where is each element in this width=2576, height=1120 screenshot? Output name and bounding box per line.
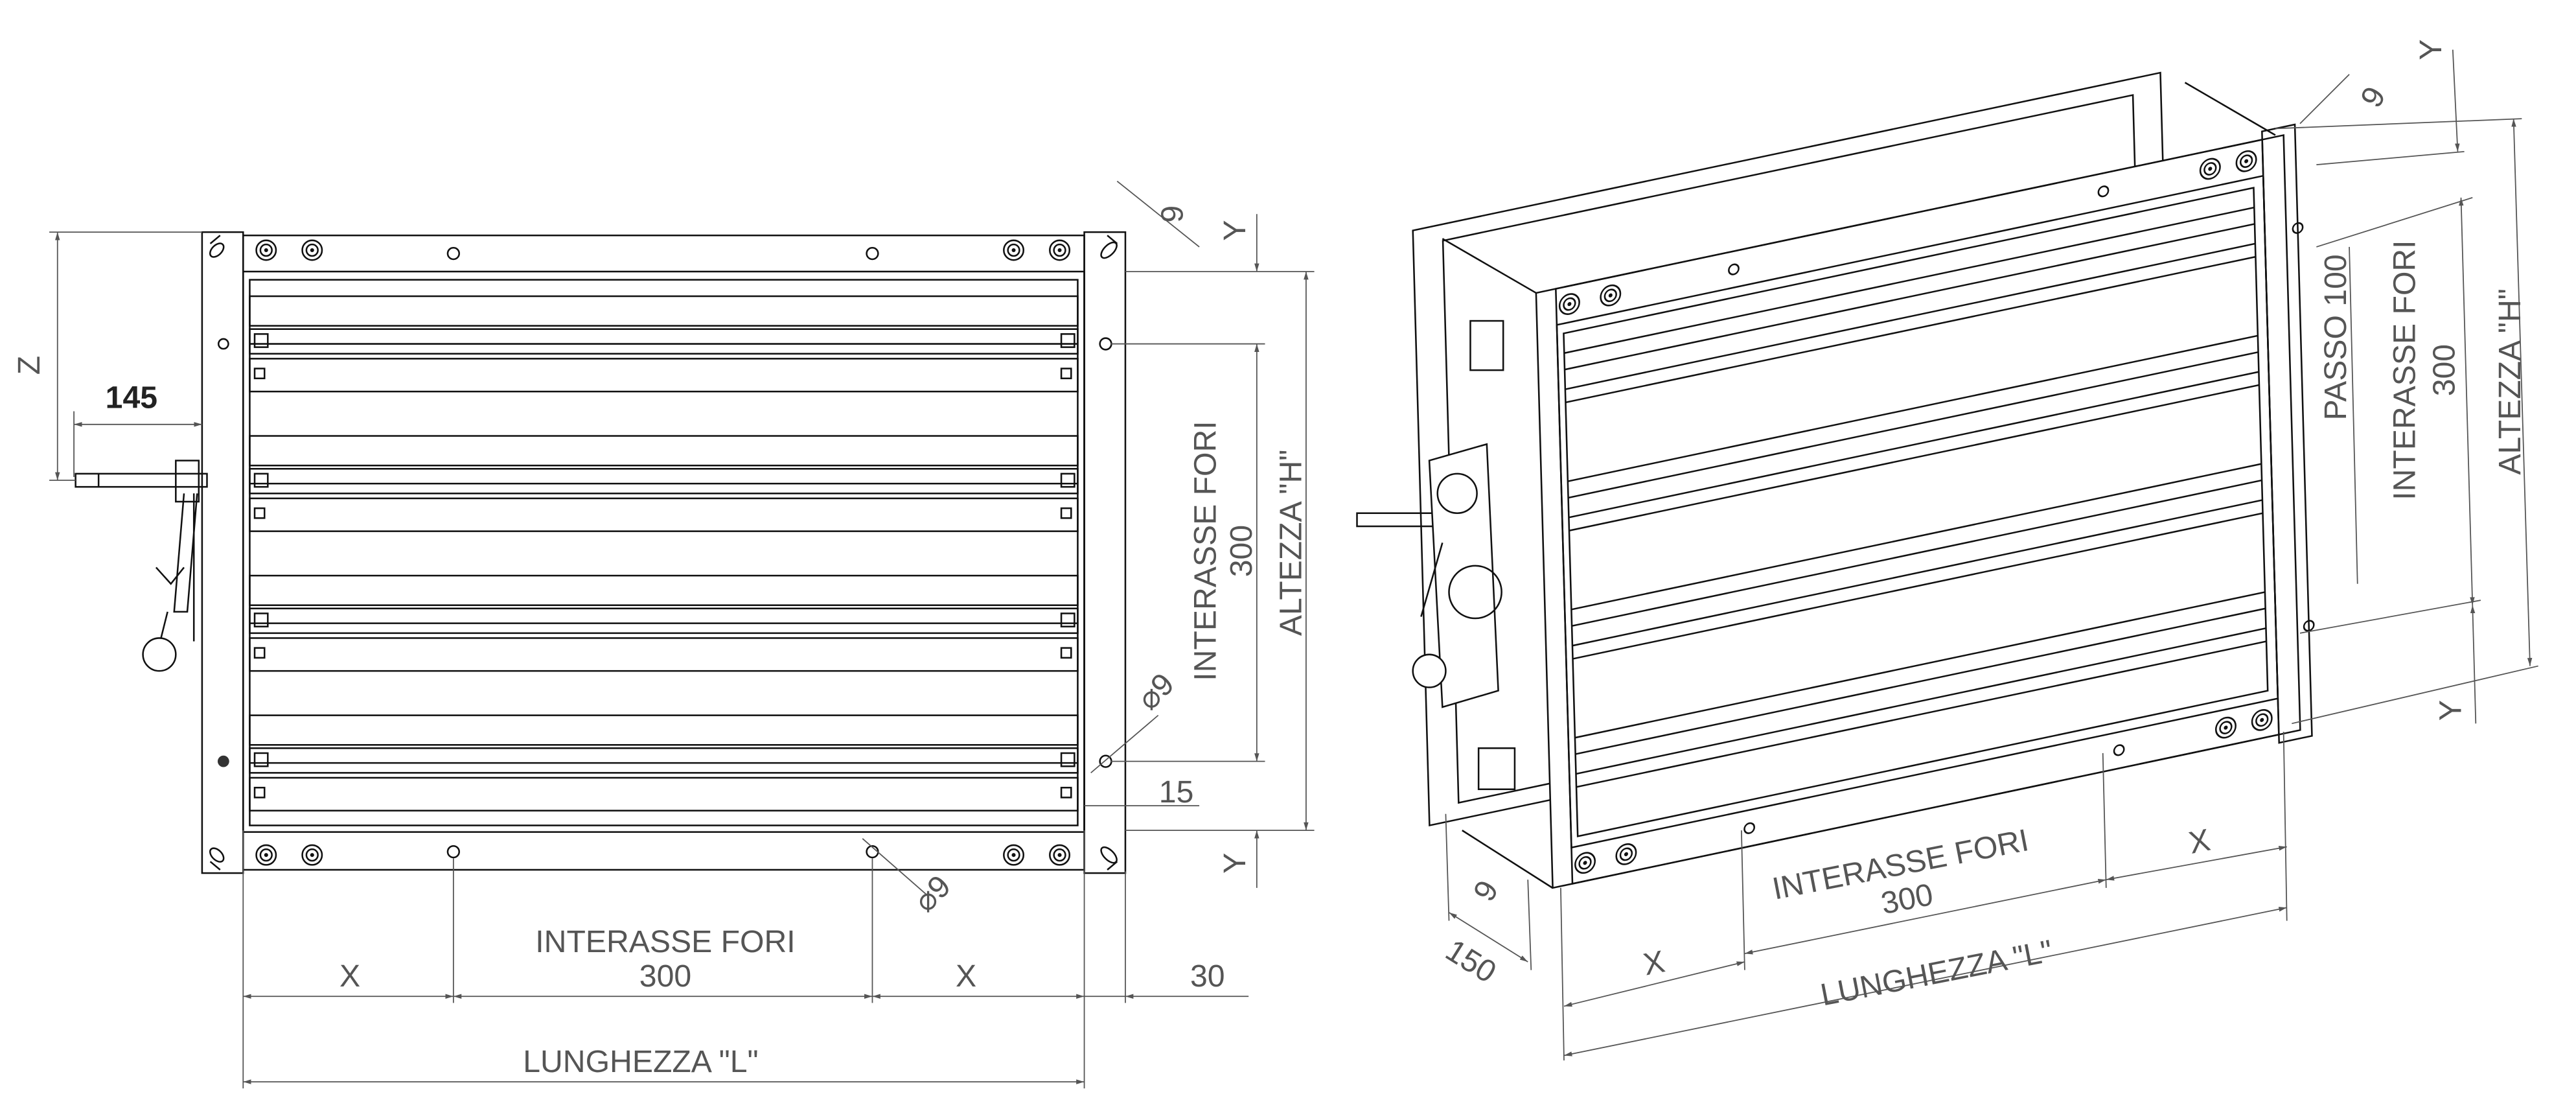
iso-slot-top-label: 9 <box>2354 81 2393 113</box>
z-label: Z <box>12 356 47 375</box>
slot-width-label: 9 <box>1155 205 1190 223</box>
height-label: ALTEZZA "H" <box>1273 450 1308 636</box>
handle-offset-label: 145 <box>106 380 157 415</box>
iso-x-left-label: X <box>1640 944 1668 982</box>
hole-spacing-v-value: 300 <box>1224 525 1259 577</box>
hole-spacing-h-label: INTERASSE FORI <box>535 924 795 959</box>
edge-distance-label: 15 <box>1159 775 1194 810</box>
hole-spacing-h-value: 300 <box>639 959 691 994</box>
iso-y-bottom-label: Y <box>2433 700 2468 721</box>
iso-hole-spacing-v-label: INTERASSE FORI <box>2387 240 2422 500</box>
hole-diameter-right-label: ⌀9 <box>1131 666 1181 717</box>
hole-diameter-bottom-label: ⌀9 <box>907 869 958 919</box>
y-bottom-label: Y <box>1217 853 1252 874</box>
iso-height-label: ALTEZZA "H" <box>2492 288 2527 475</box>
depth-label: 150 <box>1440 933 1502 990</box>
damper-blades <box>249 295 1079 811</box>
iso-x-right-label: X <box>2186 822 2213 861</box>
iso-actuator-handle[interactable] <box>1356 320 1516 790</box>
flange-width-label: 30 <box>1190 959 1225 994</box>
iso-y-top-label: Y <box>2413 40 2448 60</box>
front-view: Z 145 9 Y ALTEZZA "H" INTERASSE FORI 300… <box>12 180 1315 1089</box>
isometric-view: Y 9 PASSO 100 INTERASSE FORI 300 ALTEZZA… <box>1356 40 2538 1061</box>
pitch-label: PASSO 100 <box>2318 254 2353 420</box>
iso-dimensions <box>1445 49 2538 1061</box>
iso-blades <box>1564 206 2267 788</box>
x-right-label: X <box>956 959 976 994</box>
iso-casing <box>1442 82 2293 889</box>
manual-handle[interactable] <box>75 460 208 672</box>
front-dimensions <box>49 180 1315 1089</box>
iso-hole-spacing-v-value: 300 <box>2426 344 2461 396</box>
iso-length-label: LUNGHEZZA "L" <box>1818 933 2056 1012</box>
x-left-label: X <box>339 959 360 994</box>
damper-frame <box>201 231 1127 874</box>
y-top-label: Y <box>1217 220 1252 241</box>
iso-slot-bottom-label: 9 <box>1467 874 1506 907</box>
iso-front-frame <box>1535 123 2315 889</box>
hole-spacing-v-label: INTERASSE FORI <box>1188 421 1223 681</box>
length-label: LUNGHEZZA "L" <box>523 1044 758 1079</box>
